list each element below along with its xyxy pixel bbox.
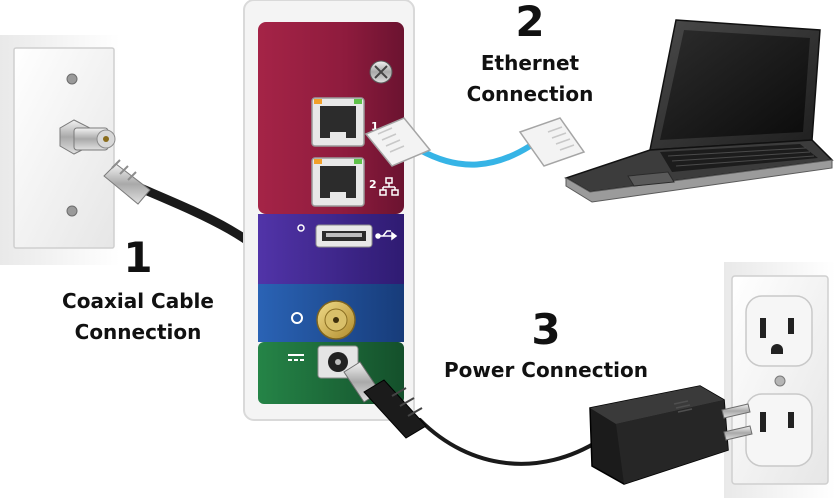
- adapter-vent: [673, 400, 693, 413]
- ground-screw-icon: [369, 60, 393, 84]
- power-adapter: [589, 385, 753, 485]
- step-1-caption-line2: Connection: [75, 320, 202, 344]
- outlet-screw-icon: [774, 375, 786, 387]
- coax-wall-outlet: [0, 35, 120, 265]
- ethernet-port-2-label: 2: [369, 178, 377, 191]
- plate-screw-top-icon: [66, 73, 78, 85]
- adapter-prongs: [721, 403, 753, 441]
- usb-indicator-icon: [297, 224, 305, 232]
- dc-barrel-plug: [343, 361, 427, 439]
- coax-plug-wall-end: [103, 159, 151, 205]
- dc-symbol-icon: [288, 354, 304, 361]
- step-2-caption-line1: Ethernet: [481, 51, 580, 75]
- usb-port[interactable]: [315, 224, 373, 248]
- power-wall-outlet: [724, 262, 836, 498]
- rj45-plug-left: [364, 117, 432, 167]
- step-3-label: 3 Power Connection: [444, 305, 648, 382]
- ethernet-port-1[interactable]: [311, 97, 365, 147]
- step-3-number: 3: [531, 305, 560, 354]
- laptop: [564, 19, 834, 203]
- coax-indicator-icon: [291, 312, 303, 324]
- laptop-screen: [660, 30, 810, 140]
- power-receptacle-top[interactable]: [745, 295, 813, 367]
- plate-screw-bottom-icon: [66, 205, 78, 217]
- laptop-touchpad: [627, 171, 675, 187]
- coax-port[interactable]: [316, 300, 356, 340]
- cable-modem-back-panel: 1 2: [243, 0, 415, 421]
- step-1-label: 1 Coaxial Cable Connection: [62, 233, 214, 344]
- usb-icon: [375, 230, 398, 241]
- rj45-plug-right: [518, 117, 586, 167]
- step-3-caption-line1: Power Connection: [444, 358, 648, 382]
- laptop-keyboard: [660, 144, 818, 172]
- ethernet-cable: [364, 117, 586, 168]
- step-1-number: 1: [123, 233, 152, 282]
- step-2-number: 2: [515, 0, 544, 46]
- step-2-caption-line2: Connection: [467, 82, 594, 106]
- ethernet-port-2[interactable]: [311, 157, 365, 207]
- step-1-caption-line1: Coaxial Cable: [62, 289, 214, 313]
- ethernet-port-1-label: 1: [371, 120, 379, 133]
- step-2-label: 2 Ethernet Connection: [467, 0, 594, 106]
- power-cable: [343, 361, 602, 466]
- power-receptacle-bottom[interactable]: [745, 393, 813, 467]
- network-icon: [379, 177, 399, 196]
